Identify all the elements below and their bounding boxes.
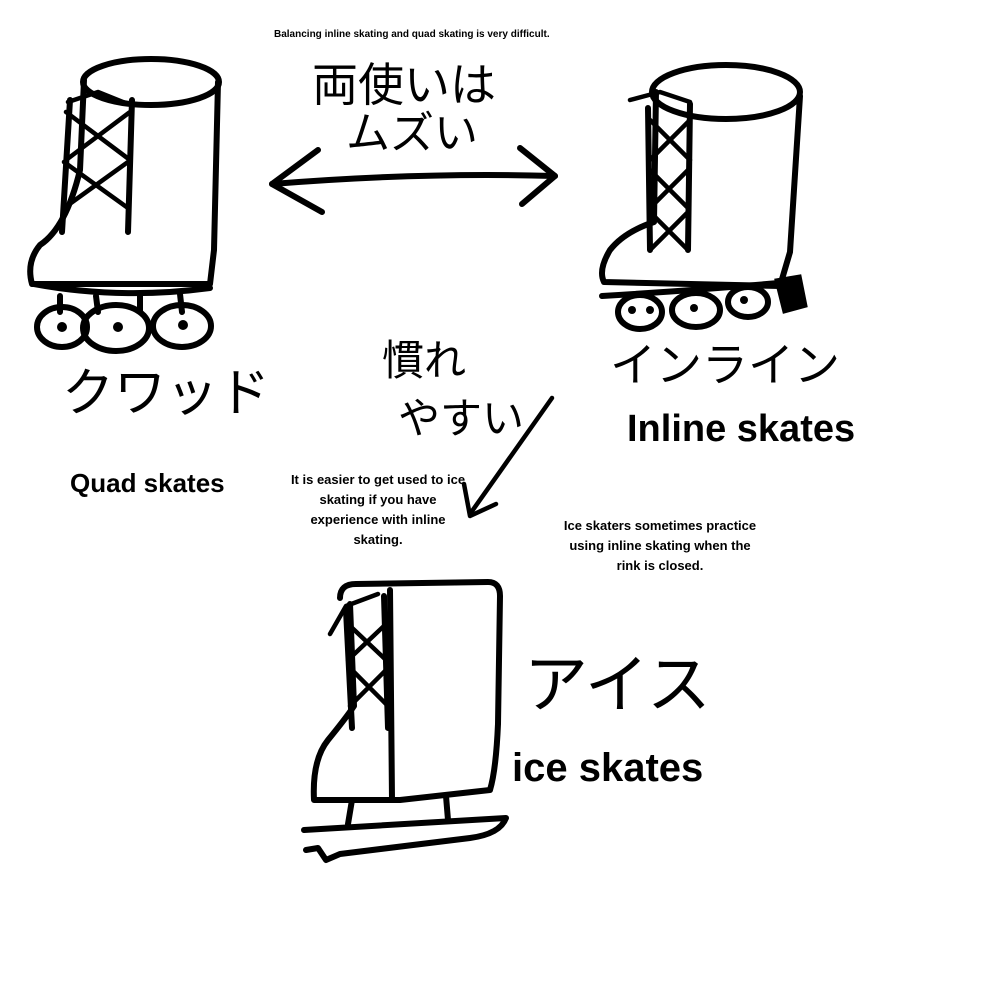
quad-wheel-hub: [113, 322, 123, 332]
middle-note: It is easier to get used to ice skating …: [290, 472, 466, 547]
double-arrow: [269, 145, 558, 215]
diagonal-arrow-shaft: [467, 395, 555, 517]
inline-frame: [599, 279, 793, 299]
ice-laces: [327, 591, 391, 709]
arrow-head-right: [517, 145, 558, 207]
quad-wheel: [34, 304, 90, 350]
quad-wheel: [80, 302, 152, 354]
quad-laces: [61, 89, 133, 211]
quad-wheel-axles: [57, 291, 185, 315]
inline-wheel-hub: [740, 296, 748, 304]
quad-boot-opening: [80, 56, 222, 108]
inline-wheel-hub: [628, 306, 636, 314]
inline-laces: [627, 89, 693, 253]
quad-wheel: [150, 302, 214, 350]
inline-lace-rails: [645, 101, 693, 253]
ice-boot-seam: [387, 587, 395, 803]
diagonal-arrow-head: [461, 481, 499, 519]
arrow-head-left: [269, 147, 325, 215]
inline-wheel-hub: [646, 306, 654, 314]
ice-skate-drawing: [301, 579, 509, 863]
middle-jp-line1: 慣れ: [382, 336, 467, 385]
inline-wheel: [725, 284, 771, 320]
inline-en-label: Inline skates: [627, 408, 856, 450]
inline-jp-label: インライン: [610, 338, 840, 392]
ice-boot-outline: [310, 579, 503, 803]
ice-jp-label: アイス: [524, 649, 711, 723]
quad-en-label: Quad skates: [70, 468, 225, 498]
center-jp-line1: 両使いは: [312, 58, 496, 112]
inline-boot-outline: [599, 89, 803, 289]
quad-jp-label: クワッド: [62, 364, 271, 424]
quad-sole: [31, 281, 213, 297]
right-note: Ice skaters sometimes practice using inl…: [563, 518, 757, 573]
ice-en-label: ice skates: [512, 746, 704, 790]
inline-wheel: [669, 290, 723, 330]
center-jp-line2: ムズい: [346, 108, 478, 159]
top-note: Balancing inline skating and quad skatin…: [274, 29, 550, 40]
quad-skate-drawing: [27, 56, 222, 354]
middle-jp-line2: やすい: [398, 394, 525, 443]
ice-blade-stanchions: [345, 793, 451, 827]
diagonal-arrow: [461, 395, 555, 519]
inline-brake: [774, 274, 808, 314]
arrow-shaft: [269, 172, 558, 187]
ice-blade: [301, 815, 509, 863]
inline-skate-drawing: [599, 62, 808, 332]
inline-wheel: [615, 292, 665, 332]
inline-boot-opening: [649, 62, 803, 122]
quad-wheel-hub: [57, 322, 67, 332]
quad-boot-outline: [27, 77, 221, 287]
quad-wheel-hub: [178, 320, 188, 330]
inline-wheel-hub: [690, 304, 698, 312]
